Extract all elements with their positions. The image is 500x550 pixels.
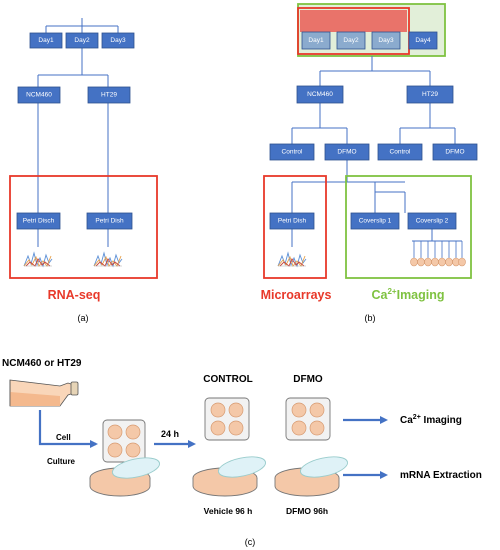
treatment-label: DFMO: [337, 149, 356, 156]
day-label: Day2: [343, 37, 359, 44]
cell-source-label: NCM460 or HT29: [2, 358, 82, 369]
cell-line-label: HT29: [422, 91, 438, 98]
petri-box-b: Petri Dish: [269, 212, 315, 230]
extraction-output-label: mRNA Extraction: [400, 470, 482, 481]
incubation-arrow: [154, 440, 196, 448]
day-label: Day2: [74, 37, 90, 44]
dish-label: Petri Disch: [23, 218, 55, 225]
sequencing-trace-icon: [277, 251, 307, 268]
coverslip-label: Coverslip 2: [416, 218, 449, 225]
culture-plate-icon: [102, 419, 146, 463]
control-plate-icon: [204, 397, 250, 441]
culture-label: Culture: [47, 457, 76, 466]
dish-label: Petri Dish: [278, 218, 307, 225]
imaging-output-label: Ca2+ Imaging: [400, 414, 462, 426]
panel-a-connectors: [37, 18, 119, 247]
caption-a: (a): [78, 313, 89, 323]
petri-box-a-1: Petri Disch: [16, 212, 61, 230]
day-label: Day3: [378, 37, 394, 44]
dfmo-duration-label: DFMO 96h: [286, 506, 328, 516]
control-box-b-1: Control: [269, 143, 315, 161]
day-label: Day1: [38, 37, 54, 44]
dish-label: Petri Dish: [95, 218, 124, 225]
rna-seq-title: RNA-seq: [48, 288, 101, 302]
dfmo-label: DFMO: [293, 374, 323, 385]
panel-a: Day1 Day2 Day3 NCM460 HT29 Petri Disch P…: [9, 18, 158, 323]
cell-imaging-icon: [410, 241, 466, 267]
cell-label: Cell: [56, 433, 71, 442]
panel-b-connectors: [291, 56, 462, 247]
time-label: 24 h: [161, 429, 179, 439]
cell-line-label: HT29: [101, 92, 117, 99]
cell-culture-arrow: [38, 410, 98, 448]
petri-dish-icon: [89, 457, 161, 497]
imaging-output-arrow: [343, 416, 388, 424]
rna-seq-frame: [9, 175, 158, 279]
control-label: CONTROL: [203, 374, 252, 385]
petri-box-a-2: Petri Dish: [86, 212, 133, 230]
caption-b: (b): [365, 313, 376, 323]
calcium-imaging-title: Ca2+Imaging: [371, 287, 444, 302]
microarrays-title: Microarrays: [261, 288, 332, 302]
panel-c: NCM460 or HT29 Cell Culture: [2, 358, 482, 547]
coverslip-box-1: Coverslip 1: [350, 212, 400, 230]
culture-flask-icon: [9, 379, 79, 407]
dfmo-box-b-1: DFMO: [324, 143, 370, 161]
vehicle-label: Vehicle 96 h: [204, 506, 253, 516]
treatment-label: Control: [390, 149, 412, 156]
control-petri-dish-icon: [192, 456, 267, 497]
control-box-b-2: Control: [377, 143, 423, 161]
coverslip-label: Coverslip 1: [359, 218, 392, 225]
day-box-b-2: Day2: [336, 31, 366, 50]
day-box-b-3: Day3: [371, 31, 401, 50]
ht29-box-b: HT29: [406, 85, 454, 104]
cell-line-label: NCM460: [307, 91, 333, 98]
dfmo-plate-icon: [285, 397, 331, 441]
coverslip-box-2: Coverslip 2: [407, 212, 457, 230]
day-label: Day1: [308, 37, 324, 44]
extraction-output-arrow: [343, 471, 388, 479]
dfmo-petri-dish-icon: [274, 456, 349, 497]
ncm460-box-b: NCM460: [296, 85, 344, 104]
ncm460-box-a: NCM460: [17, 86, 61, 104]
dfmo-box-b-2: DFMO: [432, 143, 478, 161]
day-label: Day4: [415, 37, 431, 44]
day-label: Day3: [110, 37, 126, 44]
microarrays-frame: [263, 175, 327, 279]
caption-c: (c): [245, 537, 256, 547]
sequencing-trace-icon: [23, 251, 53, 268]
treatment-label: DFMO: [445, 149, 464, 156]
calcium-imaging-frame: [345, 175, 472, 279]
day-box-a-1: Day1: [29, 32, 63, 49]
day-box-a-2: Day2: [65, 32, 99, 49]
microarray-day-red-frame: [297, 7, 410, 55]
treatment-label: Control: [282, 149, 304, 156]
day-box-a-3: Day3: [101, 32, 135, 49]
panel-b: Day1 Day2 Day3 Day4 NCM460 HT29 Control: [261, 3, 478, 323]
ht29-box-a: HT29: [87, 86, 131, 104]
cell-line-label: NCM460: [26, 92, 52, 99]
sequencing-trace-icon: [93, 251, 123, 268]
day-box-b-1: Day1: [301, 31, 331, 50]
day-box-b-4: Day4: [408, 31, 438, 50]
